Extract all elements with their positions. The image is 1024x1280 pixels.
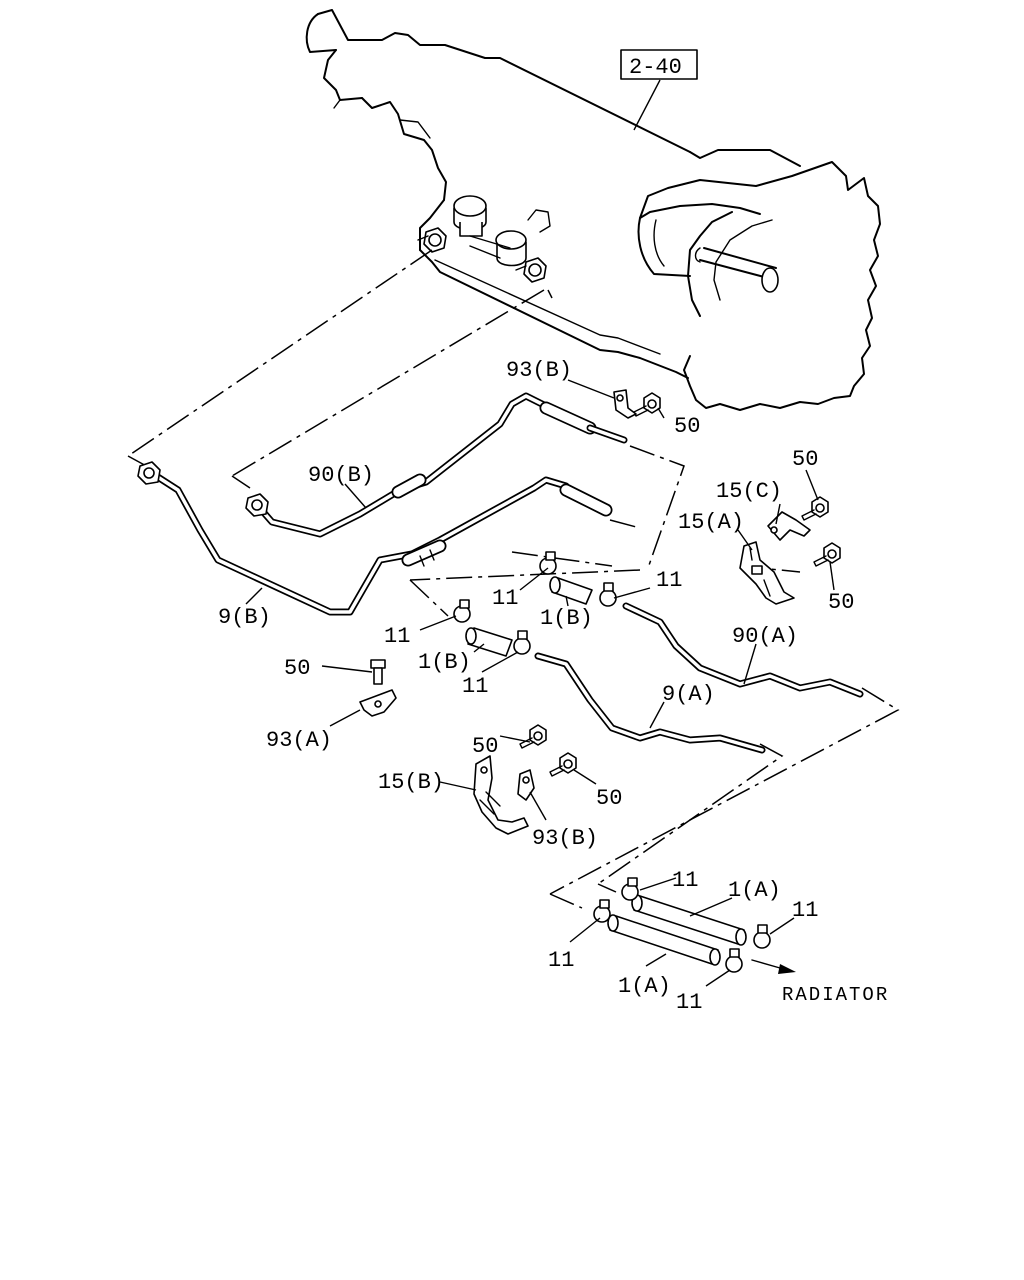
label-11-a: 11 — [492, 586, 518, 611]
clamp-icon — [539, 551, 557, 575]
pipe-9a — [534, 652, 766, 754]
pipe-9b — [137, 461, 613, 616]
part-labels: 93(B) 50 90(B) 50 15(C) 15(A) 50 11 1(B)… — [218, 358, 889, 1015]
pipe-90b — [245, 392, 628, 538]
label-11-c: 11 — [384, 624, 410, 649]
label-50-right-2: 50 — [828, 590, 854, 615]
label-1b-b: 1(B) — [418, 650, 471, 675]
transmission-assembly — [305, 9, 881, 411]
clips-brackets — [359, 389, 811, 835]
label-15c: 15(C) — [716, 479, 782, 504]
reference-box: 2-40 — [620, 49, 698, 131]
clamp-icon — [621, 877, 639, 901]
label-93b-top: 93(B) — [506, 358, 572, 383]
clamp-icon — [753, 924, 771, 949]
clamp-icon — [453, 599, 471, 623]
label-50-mid-2: 50 — [596, 786, 622, 811]
bolt-icon — [370, 659, 386, 685]
label-93b-bottom: 93(B) — [532, 826, 598, 851]
label-50-right-1: 50 — [792, 447, 818, 472]
clip-93a — [359, 689, 397, 717]
label-11-g: 11 — [548, 948, 574, 973]
label-1b-a: 1(B) — [540, 606, 593, 631]
hose-1a-lower — [607, 914, 721, 966]
bolt-icon — [519, 724, 547, 749]
bolt-icon — [633, 392, 661, 417]
cooler-pipes — [137, 392, 864, 754]
bracket-15c — [767, 511, 811, 541]
reference-label: 2-40 — [629, 55, 682, 80]
label-11-b: 11 — [656, 568, 682, 593]
label-15b: 15(B) — [378, 770, 444, 795]
bolts — [370, 392, 841, 777]
label-1a-a: 1(A) — [728, 878, 781, 903]
rubber-hoses — [465, 576, 747, 966]
projection-lines — [127, 249, 900, 909]
label-1a-b: 1(A) — [618, 974, 671, 999]
label-90a: 90(A) — [732, 624, 798, 649]
label-11-d: 11 — [462, 674, 488, 699]
label-9b: 9(B) — [218, 605, 271, 630]
bracket-15b — [473, 755, 529, 835]
hose-1a-upper — [631, 894, 747, 946]
clamp-icon — [513, 630, 531, 655]
label-radiator: RADIATOR — [782, 984, 889, 1006]
clip-93b-upper — [613, 389, 637, 419]
label-93a: 93(A) — [266, 728, 332, 753]
hose-1b-lower — [465, 627, 513, 657]
bolt-icon — [813, 542, 841, 567]
bolt-icon — [549, 752, 577, 777]
bolt-icon — [801, 496, 829, 521]
label-50-left: 50 — [284, 656, 310, 681]
hose-clamps — [453, 551, 771, 973]
label-11-e: 11 — [672, 868, 698, 893]
label-15a: 15(A) — [678, 510, 744, 535]
clamp-icon — [593, 899, 611, 923]
label-50-mid-1: 50 — [472, 734, 498, 759]
label-9a: 9(A) — [662, 682, 715, 707]
clamp-icon — [599, 582, 617, 607]
label-90b: 90(B) — [308, 463, 374, 488]
label-50-top: 50 — [674, 414, 700, 439]
leader-lines — [245, 379, 835, 987]
label-11-h: 11 — [676, 990, 702, 1015]
label-11-f: 11 — [792, 898, 818, 923]
hose-1b-upper — [549, 576, 593, 605]
clamp-icon — [725, 948, 743, 973]
pipe-90a — [622, 602, 864, 698]
bracket-15a — [739, 541, 795, 605]
